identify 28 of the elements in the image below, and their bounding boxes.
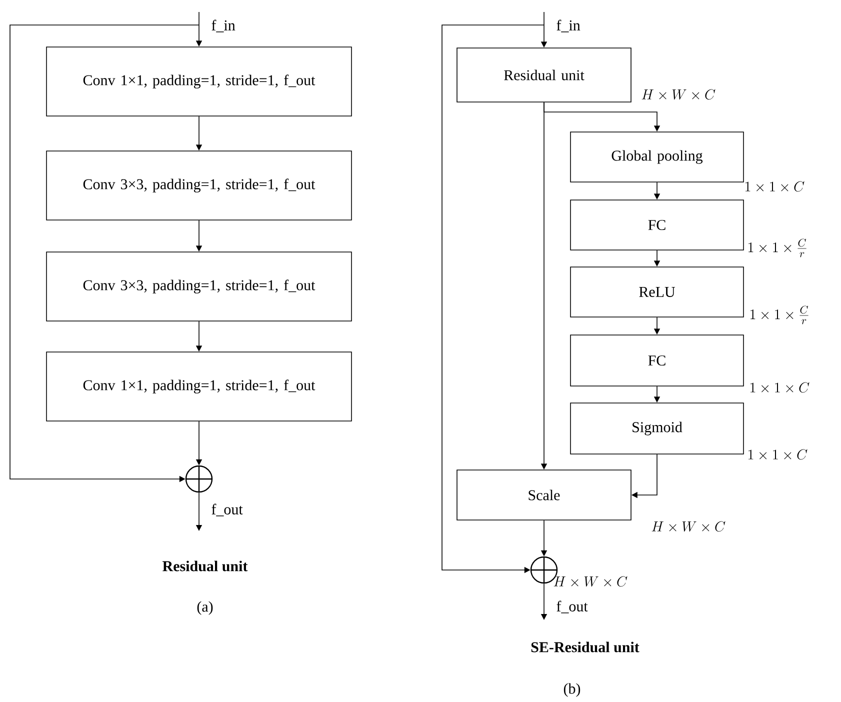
dimension-label: $1 \times 1 \times C$ — [748, 449, 808, 460]
process-box: ReLU — [570, 266, 744, 318]
process-box: Sigmoid — [570, 402, 744, 454]
edge-label: f_out — [555, 600, 589, 614]
process-box: Scale — [456, 470, 632, 520]
dimension-label: $H \times W \times C$ — [554, 576, 628, 587]
sum-symbol — [185, 465, 213, 493]
process-box: Conv 1×1, padding=1, stride=1, f_out — [46, 46, 352, 116]
dimension-label: $H \times W \times C$ — [652, 521, 726, 532]
dimension-label: $1 \times 1 \times C$ — [750, 382, 810, 393]
process-box: Conv 3×3, padding=1, stride=1, f_out — [46, 150, 352, 220]
edge-label: f_out — [210, 502, 244, 518]
dimension-label: $H \times W \times C$ — [642, 89, 716, 100]
edge-label: f_in — [210, 18, 236, 34]
process-box: FC — [570, 200, 744, 250]
panel-caption: (a) — [197, 601, 213, 615]
panel-title: Residual unit — [162, 560, 248, 572]
process-box: FC — [570, 334, 744, 386]
dimension-label: $1 \times 1 \times \frac{C}{r}$ — [748, 238, 806, 258]
panel-caption: (b) — [564, 683, 580, 697]
dimension-label: $1 \times 1 \times C$ — [746, 181, 804, 192]
process-box: Global pooling — [570, 132, 744, 182]
dimension-label: $1 \times 1 \times \frac{C}{r}$ — [750, 306, 808, 324]
process-box: Conv 3×3, padding=1, stride=1, f_out — [46, 252, 352, 322]
edge-label: f_in — [555, 18, 582, 34]
panel-title: SE-Residual unit — [531, 642, 640, 652]
process-box: Conv 1×1, padding=1, stride=1, f_out — [46, 352, 352, 422]
process-box: Residual unit — [456, 48, 632, 102]
